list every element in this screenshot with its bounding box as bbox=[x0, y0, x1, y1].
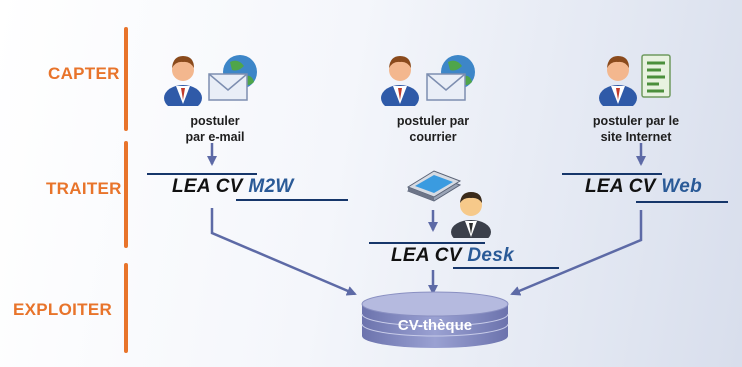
arrow-m2w-to-db bbox=[210, 208, 357, 296]
envelope-globe-icon bbox=[426, 55, 475, 101]
channel-email-line1: postuler bbox=[190, 114, 240, 128]
arrow-web-to-db bbox=[510, 210, 643, 296]
channel-web-line1: postuler par le bbox=[592, 114, 680, 128]
database-icon bbox=[361, 291, 509, 348]
phase-separator-exploiter bbox=[124, 263, 128, 353]
product-web-label: LEA CV Web bbox=[585, 176, 702, 198]
product-m2w-prefix: LEA CV bbox=[172, 176, 243, 197]
product-m2w-rule-top bbox=[147, 173, 257, 175]
phase-exploiter-label: EXPLOITER bbox=[13, 300, 113, 319]
channel-web-line2: site Internet bbox=[600, 130, 672, 144]
phase-traiter-label: TRAITER bbox=[46, 179, 122, 198]
product-desk-prefix: LEA CV bbox=[391, 245, 462, 266]
database-label: CV-thèque bbox=[397, 317, 473, 334]
product-web-rule-top bbox=[562, 173, 662, 175]
channel-courrier-line1: postuler par bbox=[396, 114, 470, 128]
envelope-globe-icon bbox=[208, 55, 257, 101]
product-web-rule-bottom bbox=[636, 201, 728, 203]
scanner-icon bbox=[406, 170, 462, 202]
product-m2w-suffix: M2W bbox=[248, 176, 294, 197]
product-desk-rule-top bbox=[369, 242, 485, 244]
document-icon bbox=[641, 54, 671, 98]
product-desk-label: LEA CV Desk bbox=[391, 245, 514, 267]
channel-email-line2: par e-mail bbox=[185, 130, 245, 144]
phase-separator-capter bbox=[124, 27, 128, 131]
person-icon bbox=[381, 56, 419, 106]
product-m2w-label: LEA CV M2W bbox=[172, 176, 294, 198]
channel-courrier-line2: courrier bbox=[409, 130, 457, 144]
product-m2w-rule-bottom bbox=[236, 199, 348, 201]
product-desk-suffix: Desk bbox=[467, 245, 514, 266]
phase-capter-label: CAPTER bbox=[48, 64, 120, 83]
product-web-prefix: LEA CV bbox=[585, 176, 656, 197]
product-desk-rule-bottom bbox=[453, 267, 559, 269]
person-icon bbox=[599, 56, 637, 106]
person-icon bbox=[164, 56, 202, 106]
product-web-suffix: Web bbox=[661, 176, 703, 197]
operator-icon bbox=[451, 192, 491, 238]
phase-separator-traiter bbox=[124, 141, 128, 248]
